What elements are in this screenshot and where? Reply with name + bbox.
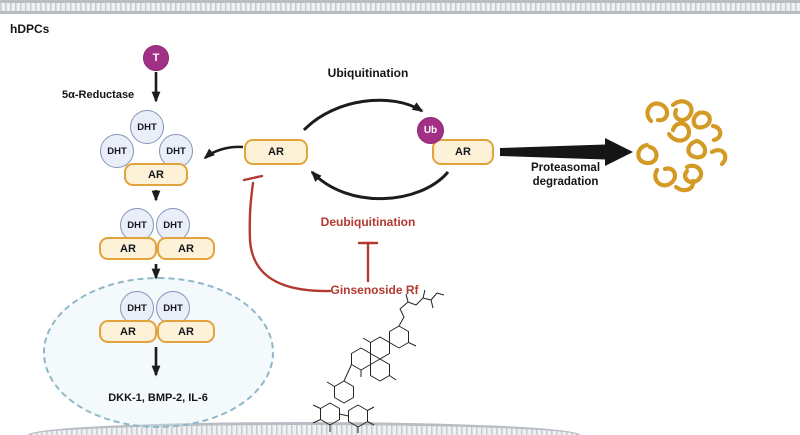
testosterone-node: T — [143, 45, 169, 71]
ubiquitination-label: Ubiquitination — [327, 66, 409, 80]
ar-node: AR — [244, 139, 308, 165]
ar-node: AR — [157, 237, 215, 260]
ar-node: AR — [432, 139, 494, 165]
arrow-free-ar-to-complex — [203, 145, 244, 160]
dht-node: DHT — [156, 291, 190, 325]
enzyme-label: 5α-Reductase — [62, 89, 135, 101]
ar-node: AR — [124, 163, 188, 186]
proteasomal-degradation-label: Proteasomal degradation — [503, 162, 628, 189]
dht-node: DHT — [100, 134, 134, 168]
ginsenoside-label: Ginsenoside Rf — [330, 283, 419, 297]
proteasomal-degradation-line1: Proteasomal — [530, 162, 601, 174]
ar-node: AR — [99, 320, 157, 343]
dht-node: DHT — [120, 291, 154, 325]
ubiquitination-cycle-arrows — [302, 98, 450, 201]
downstream-targets-label: DKK-1, BMP-2, IL-6 — [108, 392, 208, 404]
dht-node: DHT — [156, 208, 190, 242]
ar-node: AR — [157, 320, 215, 343]
cell-type-label: hDPCs — [10, 22, 50, 36]
cell-membrane-bottom — [28, 422, 580, 435]
dht-node: DHT — [130, 110, 164, 144]
inhibit-pathway-line — [248, 181, 332, 293]
ar-node: AR — [99, 237, 157, 260]
arrow-deubiquitination — [310, 170, 450, 201]
ubiquitin-node: Ub — [417, 117, 444, 144]
proteasomal-degradation-line2: degradation — [532, 175, 599, 188]
arrow-ubiquitination — [302, 98, 424, 132]
deubiquitination-label: Deubiquitination — [320, 215, 416, 229]
cell-membrane-top — [0, 0, 800, 14]
inhibition-lines — [242, 174, 379, 293]
inhibit-pathway-tbar — [242, 174, 264, 182]
ginsenoside-structure — [312, 289, 445, 433]
degraded-protein-squiggles — [636, 99, 728, 193]
